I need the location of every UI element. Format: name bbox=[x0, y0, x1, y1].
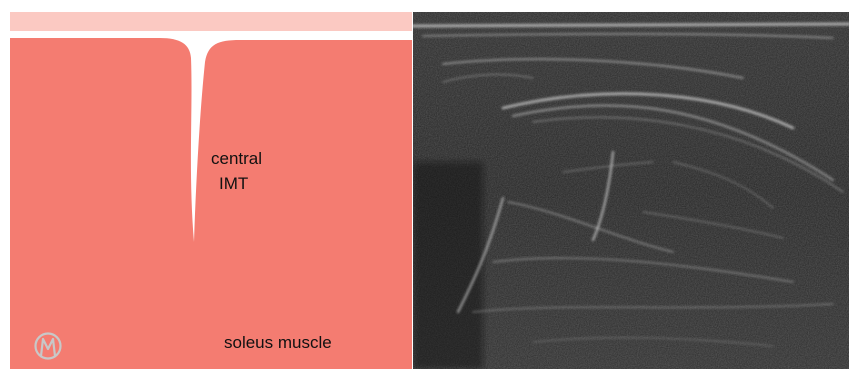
soleus-muscle-shape bbox=[10, 38, 412, 369]
ultrasound-image bbox=[413, 12, 849, 369]
soleus-muscle-label: soleus muscle bbox=[224, 333, 332, 353]
muscle-diagram: central IMT soleus muscle bbox=[0, 0, 412, 369]
skin-layer-band bbox=[10, 12, 412, 31]
central-label: central bbox=[211, 149, 262, 169]
imt-label: IMT bbox=[219, 174, 248, 194]
